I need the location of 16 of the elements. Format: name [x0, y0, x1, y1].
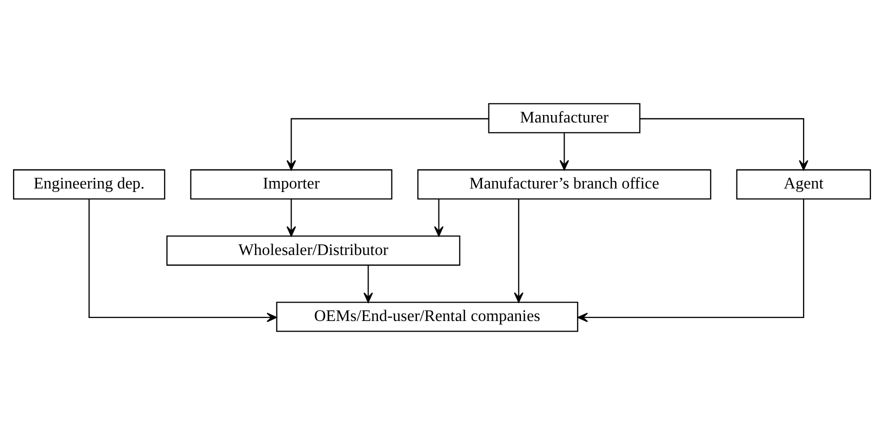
node-box: Importer — [190, 168, 392, 199]
arrow — [560, 132, 570, 170]
arrow — [286, 118, 489, 170]
arrow — [434, 198, 444, 236]
arrow — [363, 264, 373, 302]
node-box: Agent — [736, 168, 871, 199]
node-box: Wholesaler/Distributor — [166, 235, 460, 266]
arrow — [514, 198, 524, 302]
node-box: Manufacturer’s branch office — [417, 168, 712, 199]
arrow — [640, 118, 808, 170]
node-box: Manufacturer — [488, 102, 640, 133]
node-box: Engineering dep. — [13, 168, 166, 199]
arrow — [286, 198, 296, 236]
arrow — [578, 198, 804, 322]
arrow — [88, 198, 278, 322]
node-box: OEMs/End-user/Rental companies — [276, 301, 578, 332]
